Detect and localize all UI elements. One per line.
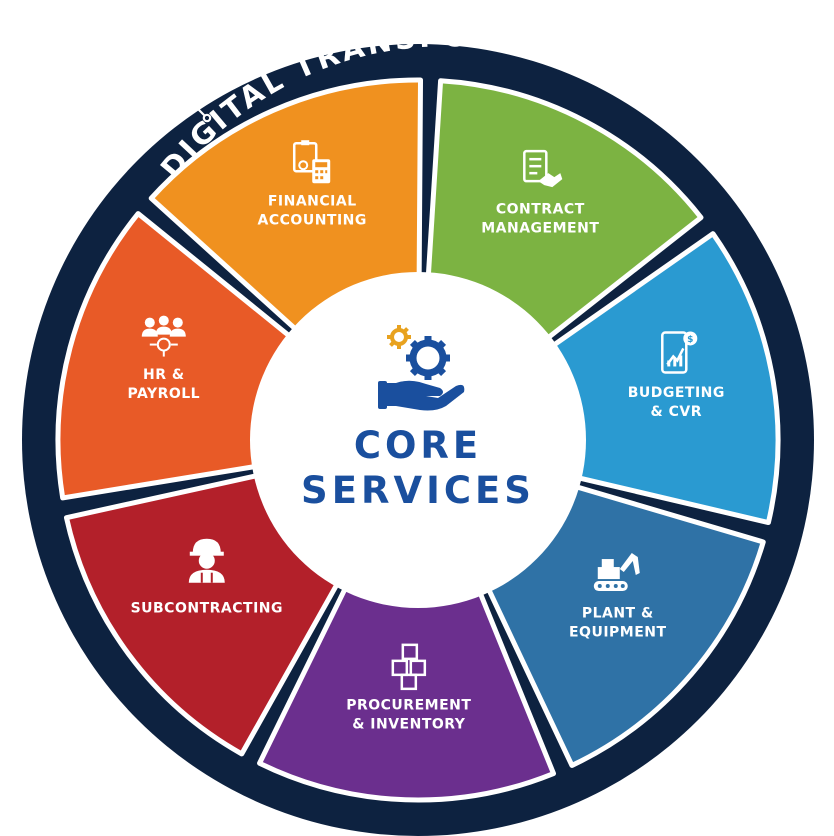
svg-text:$: $ <box>687 335 693 345</box>
segment-procurement-label: & INVENTORY <box>352 716 466 732</box>
segment-budgeting-label: & CVR <box>651 404 702 420</box>
segment-hr-label: HR & <box>143 367 185 383</box>
mobile-growth-chart-icon: $ <box>661 331 698 374</box>
segment-hr-label: PAYROLL <box>127 386 200 402</box>
excavator-icon <box>593 553 640 592</box>
segment-plant-label: EQUIPMENT <box>569 625 667 641</box>
stacked-boxes-icon <box>391 643 427 691</box>
segment-financial-label: FINANCIAL <box>268 194 357 210</box>
segment-subcontracting-label: SUBCONTRACTING <box>131 601 283 617</box>
segment-contract-label: CONTRACT <box>496 202 585 218</box>
center-title-line2: SERVICES <box>301 469 535 512</box>
calculator-clipboard-icon <box>292 140 331 184</box>
network-hub-icon <box>166 83 212 123</box>
segment-plant-label: PLANT & <box>582 606 654 622</box>
contract-handshake-icon <box>523 149 563 188</box>
segment-financial-label: ACCOUNTING <box>258 213 367 229</box>
segment-procurement-label: PROCUREMENT <box>346 697 471 713</box>
center-title-line1: CORE <box>354 424 482 467</box>
team-network-icon <box>141 315 186 357</box>
segment-budgeting-label: BUDGETING <box>628 385 725 401</box>
gears-hand-icon <box>378 325 465 411</box>
center-disc <box>250 272 586 608</box>
segment-ring: CONTRACT MANAGEMENT $ BUDGETING & CVR PLANT &… <box>55 77 781 803</box>
hard-hat-worker-icon <box>188 538 225 583</box>
segment-contract-label: MANAGEMENT <box>481 221 599 237</box>
